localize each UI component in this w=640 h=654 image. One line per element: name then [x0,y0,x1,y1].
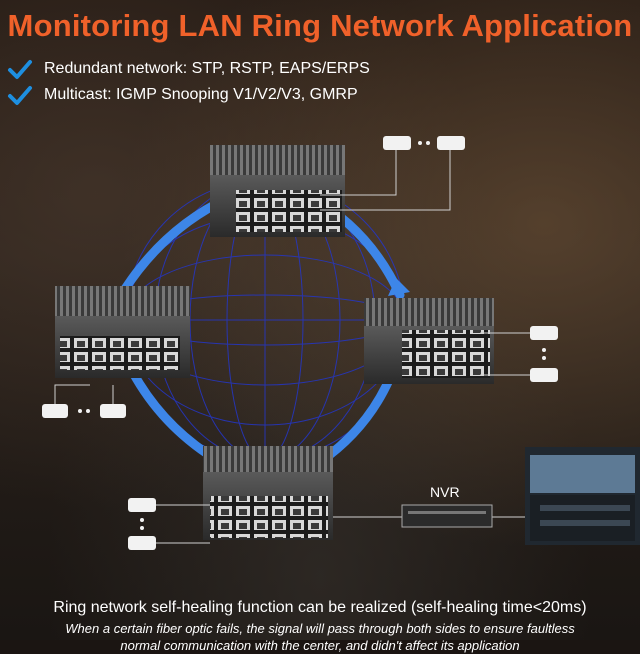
switch-top [210,145,345,237]
feature-label: Multicast: IGMP Snooping V1/V2/V3, GMRP [44,86,358,104]
monitor-wall-photo [525,447,640,545]
footer-note-line1: When a certain fiber optic fails, the si… [0,620,640,637]
feature-label: Redundant network: STP, RSTP, EAPS/ERPS [44,60,370,78]
nvr-label: NVR [430,484,460,500]
switch-left [55,286,190,378]
switch-bottom [203,446,333,540]
footer-note-block: When a certain fiber optic fails, the si… [0,616,640,654]
check-icon [8,58,32,80]
check-icon [8,84,32,106]
nvr-device [402,505,492,527]
switch-right [364,298,494,384]
feature-redundant: Redundant network: STP, RSTP, EAPS/ERPS [8,58,370,80]
page-title: Monitoring LAN Ring Network Application [0,8,640,44]
feature-multicast: Multicast: IGMP Snooping V1/V2/V3, GMRP [8,84,358,106]
footer-headline: Ring network self-healing function can b… [0,599,640,617]
